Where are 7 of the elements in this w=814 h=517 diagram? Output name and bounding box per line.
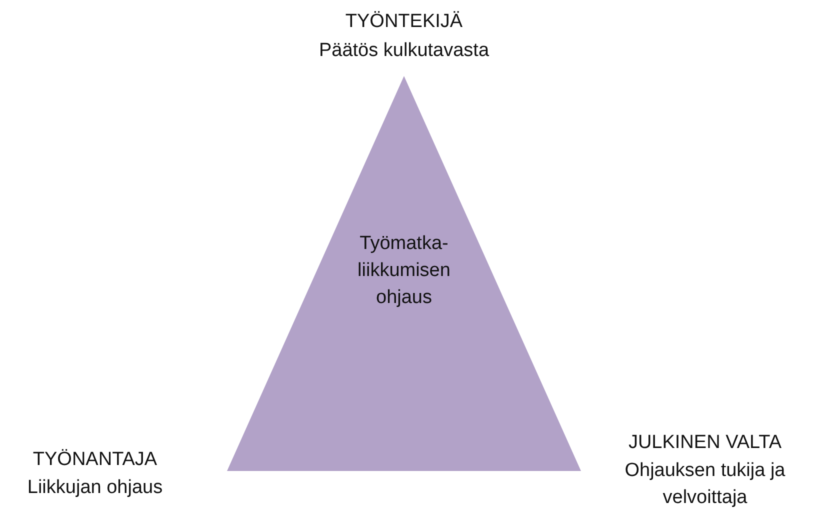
corner-subtitle: Ohjauksen tukija ja velvoittaja bbox=[624, 459, 786, 510]
center-label: Työmatka- liikkumisen ohjaus bbox=[356, 232, 452, 310]
corner-subtitle: Päätös kulkutavasta bbox=[318, 39, 490, 63]
corner-heading: TYÖNTEKIJÄ bbox=[344, 10, 464, 34]
corner-heading: JULKINEN VALTA bbox=[627, 431, 783, 455]
corner-heading: TYÖNANTAJA bbox=[32, 448, 158, 472]
corner-subtitle: Liikkujan ohjaus bbox=[26, 476, 164, 500]
